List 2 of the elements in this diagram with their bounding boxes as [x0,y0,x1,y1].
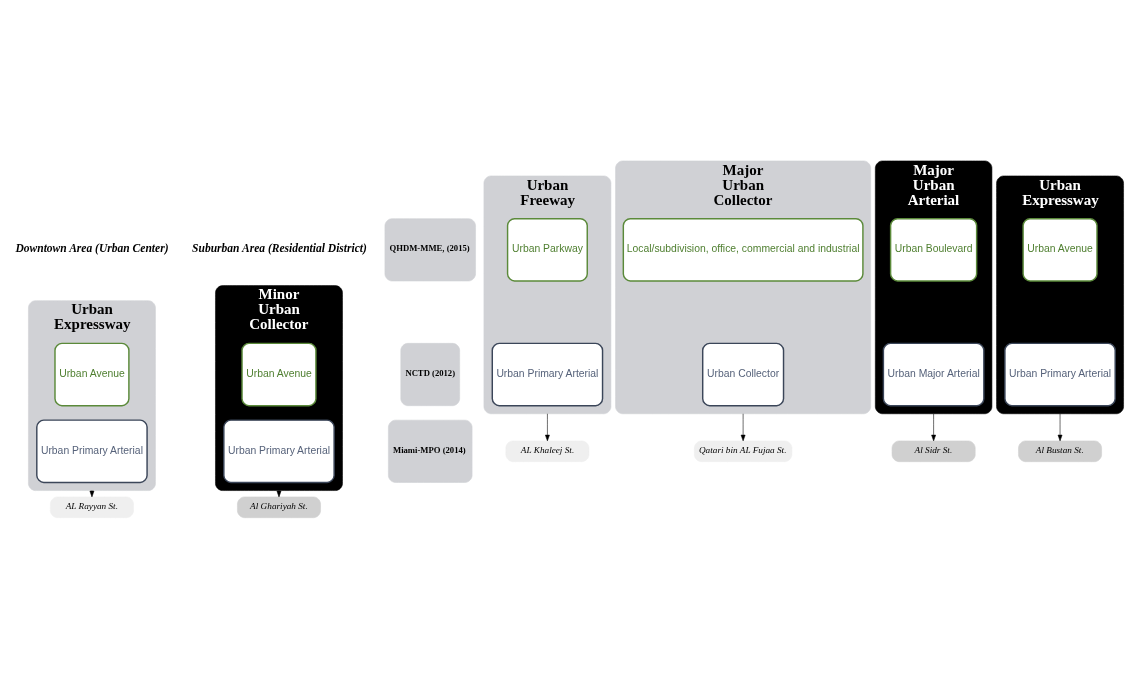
label: Suburban Area (Residential District) [192,241,367,254]
label: Downtown Area (Urban Center) [15,241,169,254]
